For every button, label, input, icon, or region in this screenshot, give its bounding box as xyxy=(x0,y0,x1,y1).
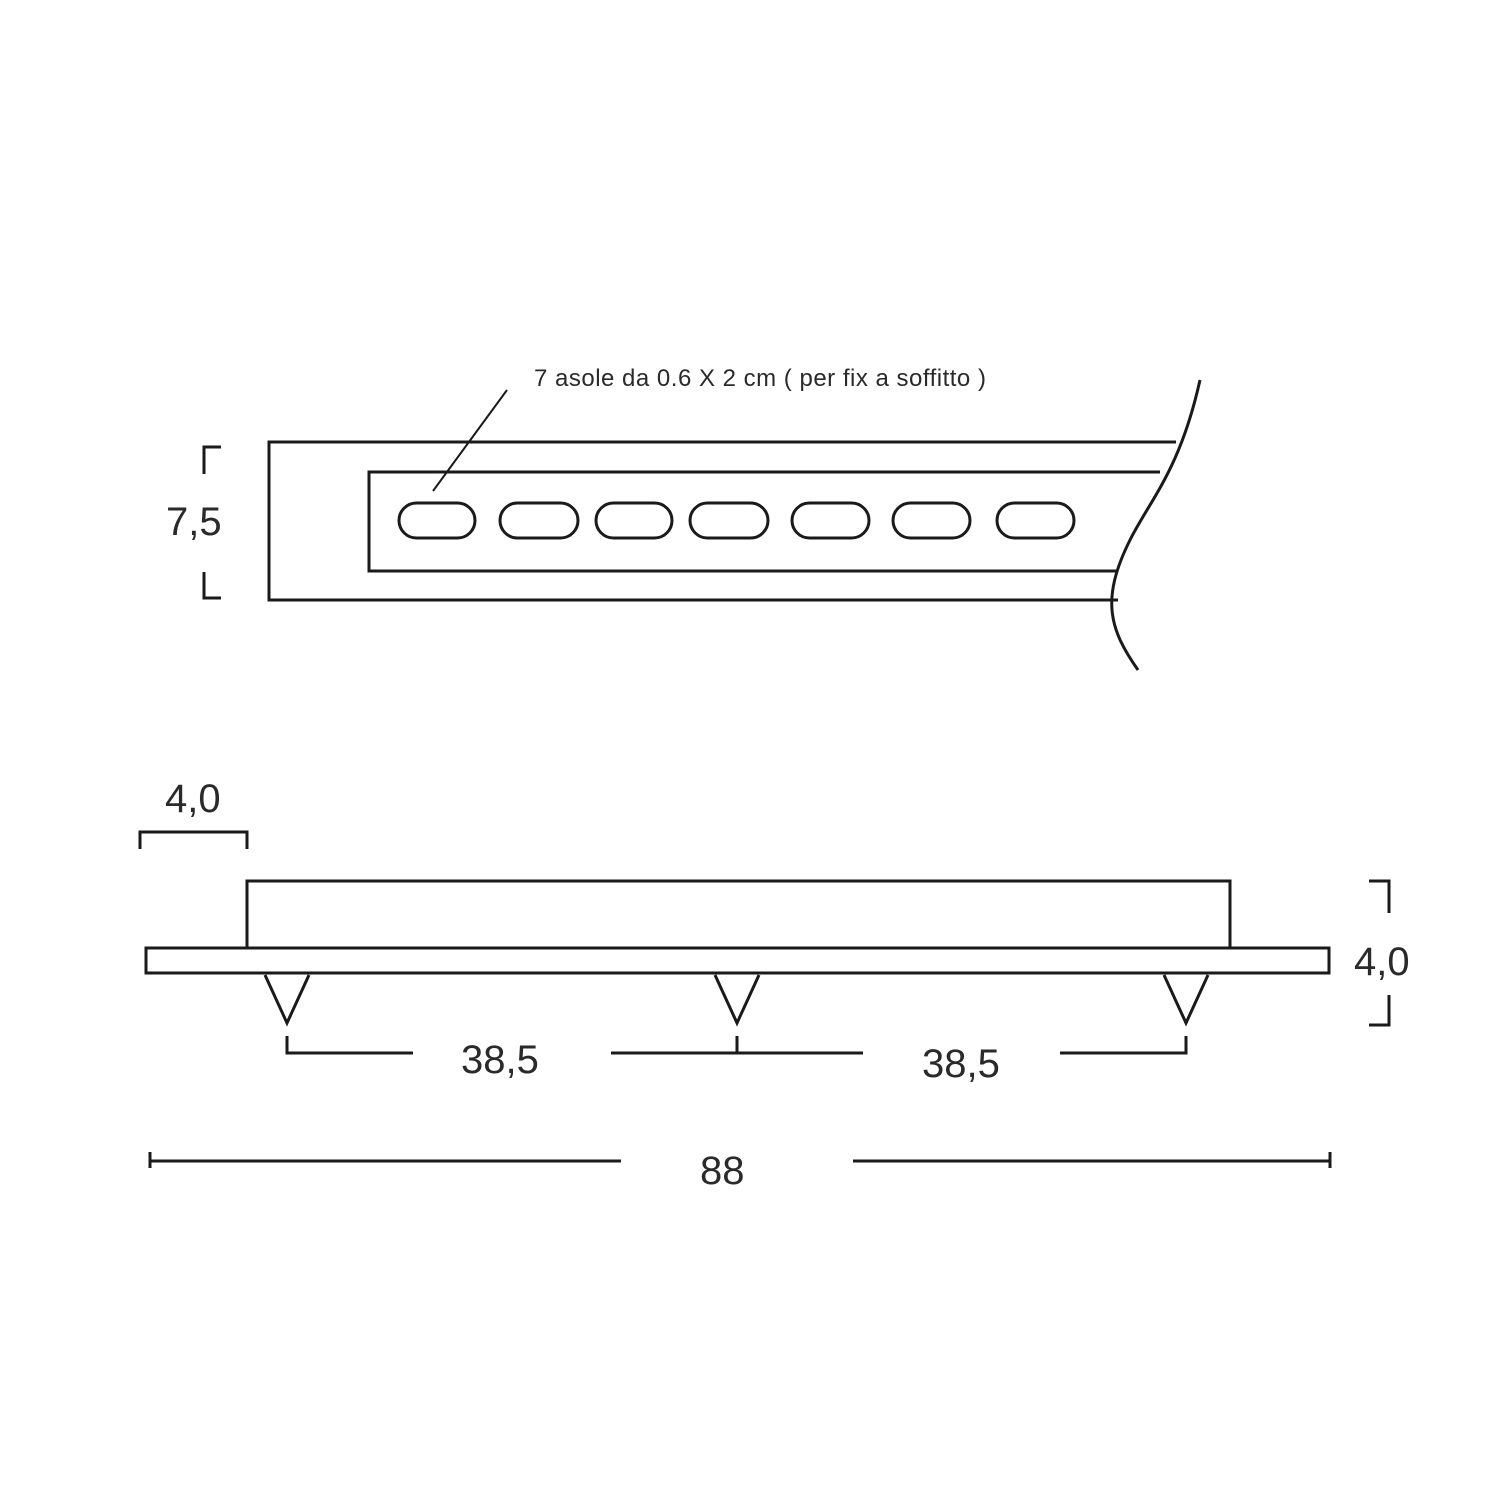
slot xyxy=(995,501,1076,540)
slot xyxy=(891,501,972,540)
spacing-dim-line-right xyxy=(1060,1036,1188,1055)
top-view: 7 asole da 0.6 X 2 cm ( per fix a soffit… xyxy=(166,365,1202,671)
slot xyxy=(790,501,871,540)
width-dim-bracket-bottom xyxy=(202,572,221,600)
height-dim-bracket-bottom xyxy=(1369,995,1391,1027)
total-length-label: 88 xyxy=(700,1149,745,1193)
spacing-dim-label-left: 38,5 xyxy=(461,1038,539,1082)
side-view: 4,0 4,0 38,5 38,5 88 xyxy=(138,777,1410,1193)
spacing-dim-label-right: 38,5 xyxy=(922,1042,1000,1086)
total-length-dim-right xyxy=(853,1152,1332,1168)
height-dim-label: 4,0 xyxy=(1354,940,1410,984)
pendant xyxy=(1162,974,1210,1027)
pendant xyxy=(713,974,761,1027)
inner-panel xyxy=(367,470,1160,573)
slot xyxy=(397,501,477,540)
slots xyxy=(397,501,1076,540)
width-dim-bracket-top xyxy=(202,445,221,474)
slot-note: 7 asole da 0.6 X 2 cm ( per fix a soffit… xyxy=(534,365,986,392)
offset-dim-bracket xyxy=(138,830,249,849)
outer-outline xyxy=(267,440,1176,602)
total-length-dim-left xyxy=(148,1152,621,1168)
slot xyxy=(498,501,580,540)
width-dim-label: 7,5 xyxy=(166,500,222,544)
spacing-dim-line-left xyxy=(285,1036,413,1055)
break-line xyxy=(1110,379,1202,671)
offset-dim-label: 4,0 xyxy=(165,777,221,821)
pendants xyxy=(263,974,1210,1027)
slot xyxy=(688,501,770,540)
slot xyxy=(594,501,674,540)
note-leader-line xyxy=(432,389,508,492)
height-dim-bracket-top xyxy=(1369,879,1391,913)
pendant xyxy=(263,974,311,1027)
upper-body xyxy=(245,879,1232,950)
base-plate xyxy=(144,946,1331,975)
